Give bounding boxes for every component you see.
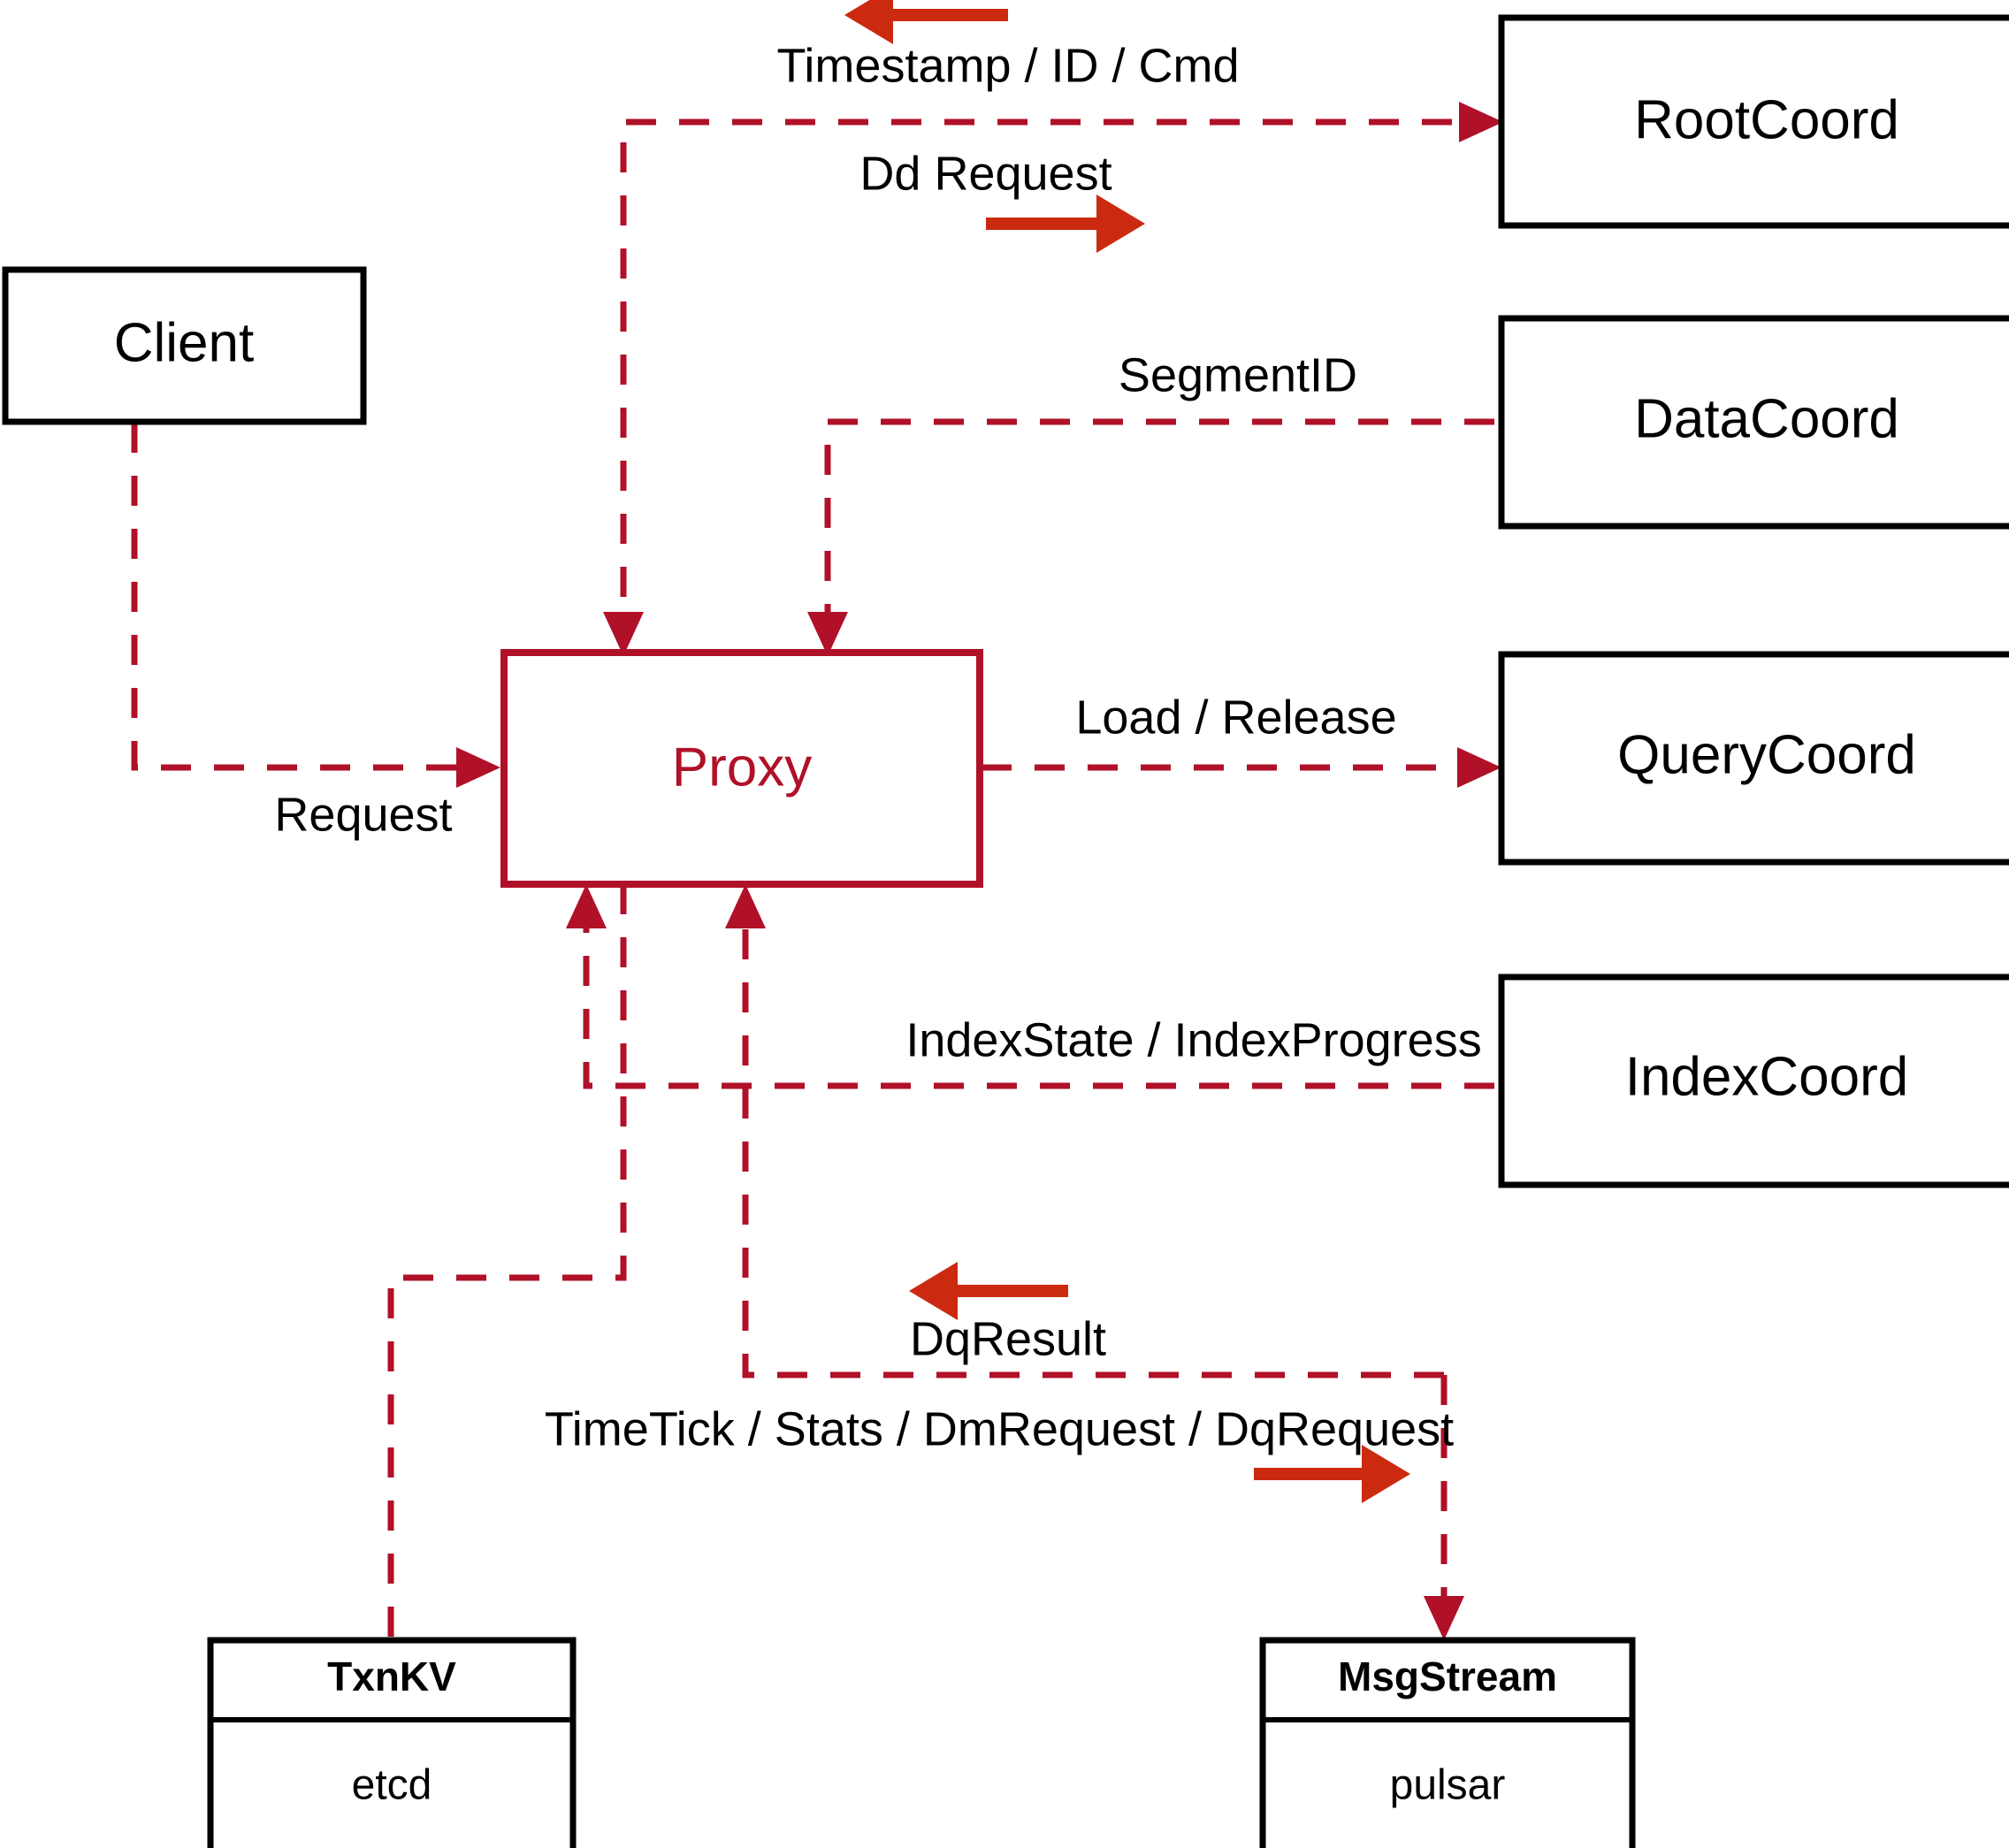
flow-path-root-coord bbox=[620, 118, 1494, 650]
edge-label-dd-request: Dd Request bbox=[859, 147, 1111, 200]
direction-arrow-dq-result bbox=[909, 1262, 1068, 1320]
node-txnkv-impl: etcd bbox=[352, 1762, 432, 1809]
node-query-coord-label: QueryCoord bbox=[1617, 724, 1916, 785]
flow-path-client-request bbox=[131, 423, 486, 771]
flow-path-index-coord bbox=[583, 893, 1494, 1089]
node-index-coord[interactable]: IndexCoord bbox=[1498, 974, 2009, 1188]
edge-label-segment-id: SegmentID bbox=[1119, 348, 1357, 401]
node-client[interactable]: Client bbox=[2, 266, 367, 425]
arrowhead-into-query-coord bbox=[1457, 747, 1501, 788]
node-root-coord[interactable]: RootCoord bbox=[1498, 14, 2009, 229]
arrowhead-into-proxy-from-client bbox=[456, 747, 500, 788]
arrowhead-into-msgstream bbox=[1424, 1596, 1464, 1640]
node-client-label: Client bbox=[114, 312, 255, 373]
direction-arrow-dd-request bbox=[986, 195, 1145, 253]
direction-arrow-timestamp-id-cmd bbox=[844, 0, 1008, 44]
node-proxy[interactable]: Proxy bbox=[500, 649, 983, 888]
arrowhead-into-proxy-from-root-coord bbox=[603, 612, 644, 656]
edge-label-timetick-stats: TimeTick / Stats / DmRequest / DqRequest bbox=[545, 1402, 1454, 1455]
node-proxy-label: Proxy bbox=[672, 737, 812, 798]
arrowhead-into-root-coord bbox=[1459, 102, 1503, 142]
node-msgstream-label: MsgStream bbox=[1338, 1653, 1557, 1699]
edge-label-request: Request bbox=[274, 788, 452, 841]
node-txnkv[interactable]: TxnKV etcd bbox=[207, 1637, 577, 1848]
edge-label-timestamp-id-cmd: Timestamp / ID / Cmd bbox=[776, 39, 1239, 92]
node-txnkv-label: TxnKV bbox=[327, 1653, 456, 1699]
node-root-coord-label: RootCoord bbox=[1634, 89, 1899, 150]
node-index-coord-label: IndexCoord bbox=[1625, 1046, 1909, 1107]
edge-label-load-release: Load / Release bbox=[1075, 691, 1396, 744]
node-data-coord[interactable]: DataCoord bbox=[1498, 315, 2009, 530]
direction-arrow-timetick bbox=[1254, 1445, 1410, 1503]
edge-label-index-state-progress: IndexState / IndexProgress bbox=[905, 1013, 1481, 1066]
node-msgstream[interactable]: MsgStream pulsar bbox=[1259, 1637, 1636, 1848]
arrowhead-into-proxy-from-index-coord bbox=[566, 884, 607, 928]
node-msgstream-impl: pulsar bbox=[1390, 1762, 1506, 1809]
edge-label-dq-result: DqResult bbox=[910, 1312, 1106, 1365]
flow-path-txnkv bbox=[387, 884, 627, 1640]
arrowhead-into-proxy-dq-result bbox=[725, 884, 766, 928]
flow-path-data-coord bbox=[824, 418, 1494, 650]
node-query-coord[interactable]: QueryCoord bbox=[1498, 651, 2009, 866]
arrowhead-into-proxy-from-data-coord bbox=[807, 612, 848, 656]
flow-path-dq-result bbox=[742, 893, 1444, 1378]
node-data-coord-label: DataCoord bbox=[1634, 388, 1899, 449]
